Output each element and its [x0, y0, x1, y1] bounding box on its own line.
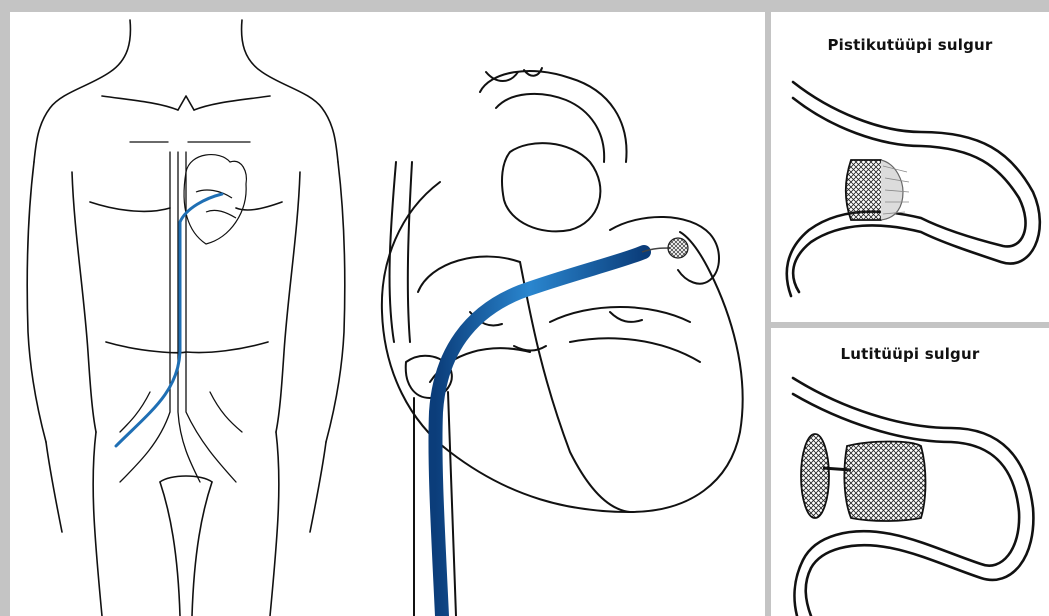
body-catheter [116, 194, 222, 446]
main-illustration-panel [10, 12, 765, 616]
main-illustration [10, 12, 765, 616]
lobe-body [844, 442, 925, 522]
vein-system [120, 142, 250, 482]
lobe-type-panel: Lutitüüpi sulgur [771, 328, 1049, 616]
plug-type-illustration [771, 12, 1049, 322]
occluder-in-heart [668, 238, 688, 258]
lobe-type-illustration [771, 328, 1049, 616]
small-heart [184, 155, 246, 244]
plug-type-panel: Pistikutüüpi sulgur [771, 12, 1049, 322]
plug-occluder [846, 160, 909, 220]
lobe-disc [801, 434, 829, 518]
